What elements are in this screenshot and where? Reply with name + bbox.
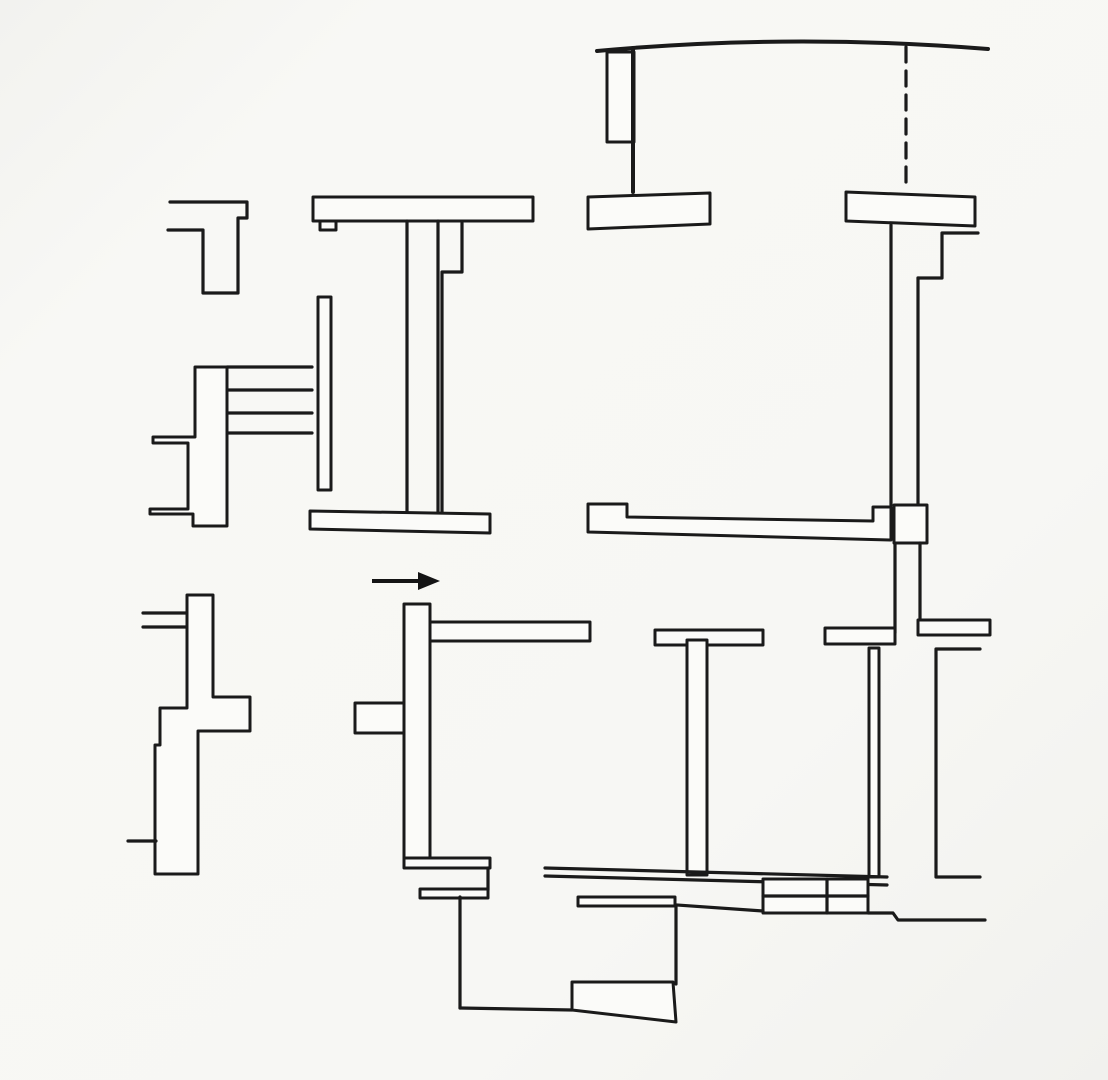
walls	[126, 39, 992, 1024]
entrance-arrowhead-icon	[418, 572, 440, 590]
entrance-marker	[372, 572, 440, 590]
